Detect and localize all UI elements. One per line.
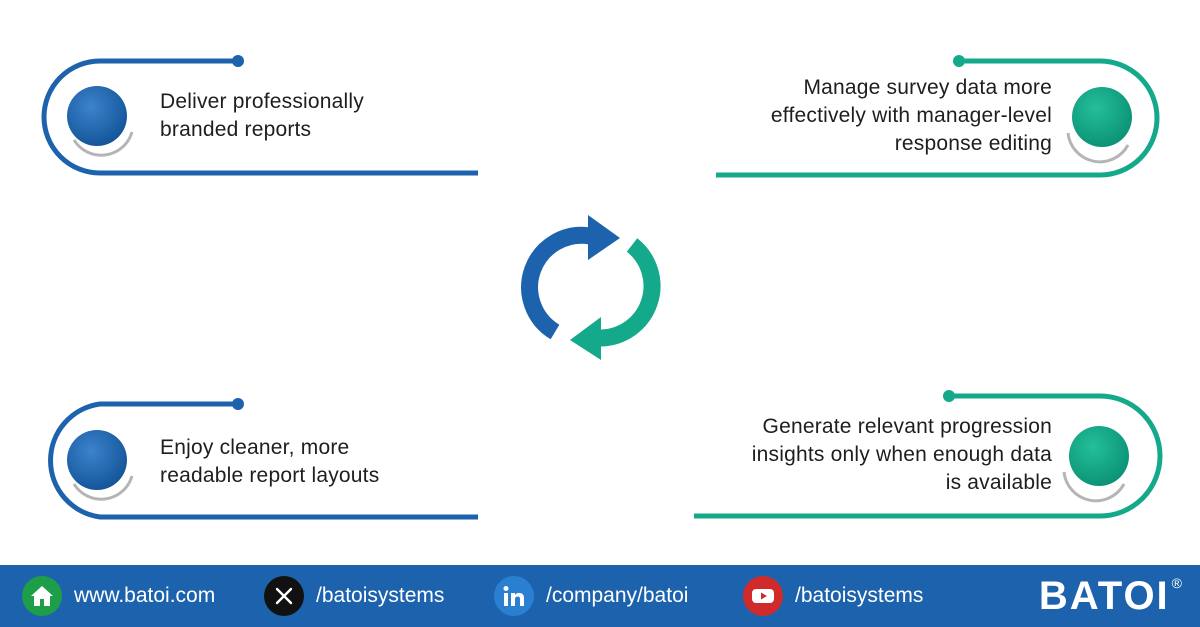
feature-2-text: Manage survey data more effectively with… bbox=[771, 74, 1052, 158]
x-label: /batoisystems bbox=[316, 584, 445, 607]
feature-4-line: Generate relevant progression bbox=[762, 415, 1052, 438]
website-label: www.batoi.com bbox=[74, 584, 216, 607]
feature-4-line: is available bbox=[945, 471, 1052, 494]
youtube-label: /batoisystems bbox=[795, 584, 924, 607]
feature-card-2-frame bbox=[716, 55, 1160, 178]
feature-1-line: branded reports bbox=[160, 118, 312, 141]
feature-card-4-frame bbox=[694, 390, 1163, 519]
feature-1-text: Deliver professionally branded reports bbox=[160, 88, 364, 144]
linkedin-icon bbox=[494, 576, 534, 616]
feature-3-line: Enjoy cleaner, more bbox=[160, 436, 350, 459]
x-icon bbox=[264, 576, 304, 616]
feature-2-line: Manage survey data more bbox=[803, 76, 1052, 99]
brand-name: BATOI bbox=[1038, 573, 1170, 618]
feature-4-line: insights only when enough data bbox=[751, 443, 1052, 466]
website-link[interactable]: www.batoi.com bbox=[22, 565, 215, 627]
youtube-icon bbox=[743, 576, 783, 616]
youtube-link[interactable]: /batoisystems bbox=[743, 565, 923, 627]
feature-4-text: Generate relevant progression insights o… bbox=[752, 413, 1052, 497]
linkedin-label: /company/batoi bbox=[546, 584, 689, 607]
registered-mark: ® bbox=[1171, 575, 1182, 591]
x-link[interactable]: /batoisystems bbox=[264, 565, 444, 627]
footer-bar: www.batoi.com /batoisystems /company/bat… bbox=[0, 565, 1200, 627]
feature-card-3-frame bbox=[48, 398, 478, 520]
feature-3-text: Enjoy cleaner, more readable report layo… bbox=[160, 434, 379, 490]
feature-1-line: Deliver professionally bbox=[160, 90, 364, 113]
feature-3-line: readable report layouts bbox=[160, 464, 380, 487]
feature-2-line: response editing bbox=[894, 132, 1052, 155]
home-icon bbox=[22, 576, 62, 616]
feature-bullet-2 bbox=[1072, 87, 1132, 147]
feature-2-line: effectively with manager-level bbox=[770, 104, 1052, 127]
batoi-logo: BATOI ® bbox=[1039, 565, 1182, 627]
linkedin-link[interactable]: /company/batoi bbox=[494, 565, 688, 627]
refresh-cycle-icon bbox=[521, 215, 661, 360]
feature-bullet-4 bbox=[1069, 426, 1129, 486]
feature-bullet-3 bbox=[67, 430, 127, 490]
feature-bullet-1 bbox=[67, 86, 127, 146]
feature-card-1-frame bbox=[41, 55, 478, 176]
